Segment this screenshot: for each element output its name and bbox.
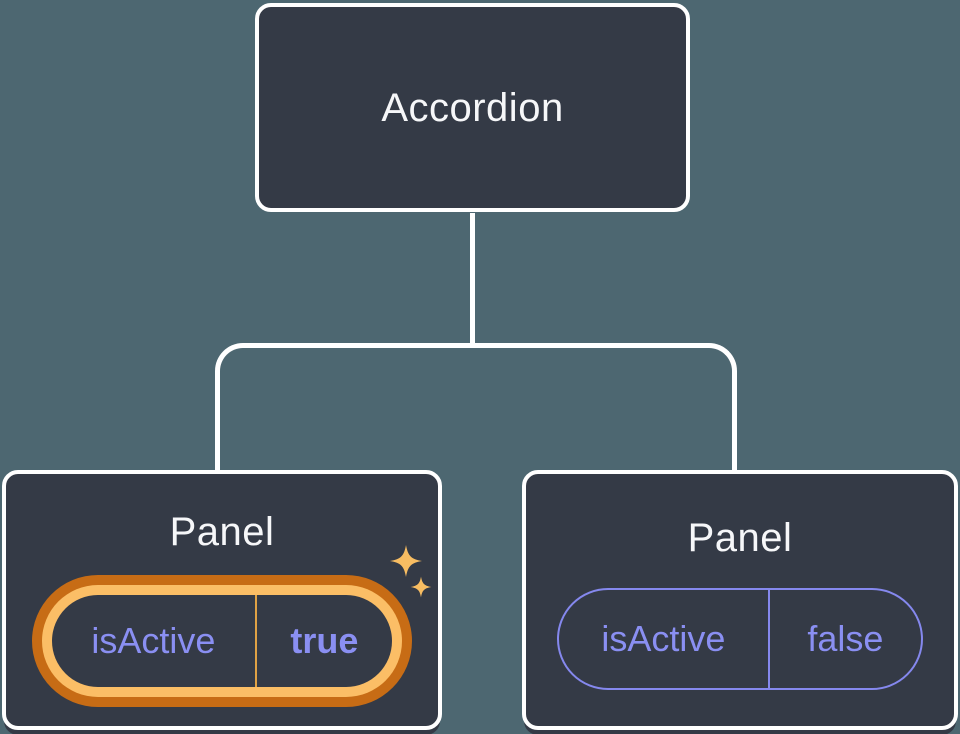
state-pill-divider: [254, 595, 257, 687]
state-pill-highlight-inner-ring: isActive true: [42, 585, 402, 697]
state-value: false: [807, 618, 884, 659]
panel-node-label: Panel: [687, 516, 793, 560]
panel-node-active: Panel isActive true: [2, 470, 442, 730]
state-pill-highlight-ring: isActive true: [32, 575, 412, 707]
accordion-node-label: Accordion: [381, 85, 564, 130]
state-pill: isActive true: [52, 595, 392, 687]
connector-trunk-line: [470, 213, 475, 345]
panel-node-label: Panel: [169, 510, 275, 554]
accordion-node: Accordion: [255, 3, 690, 212]
state-key: isActive: [91, 620, 216, 661]
connector-branch-bracket: [215, 343, 737, 473]
state-value: true: [290, 620, 359, 661]
state-pill-divider: [767, 590, 770, 688]
state-pill: isActive false: [557, 588, 923, 690]
panel-node-inactive: Panel isActive false: [522, 470, 958, 730]
state-key: isActive: [601, 618, 726, 659]
